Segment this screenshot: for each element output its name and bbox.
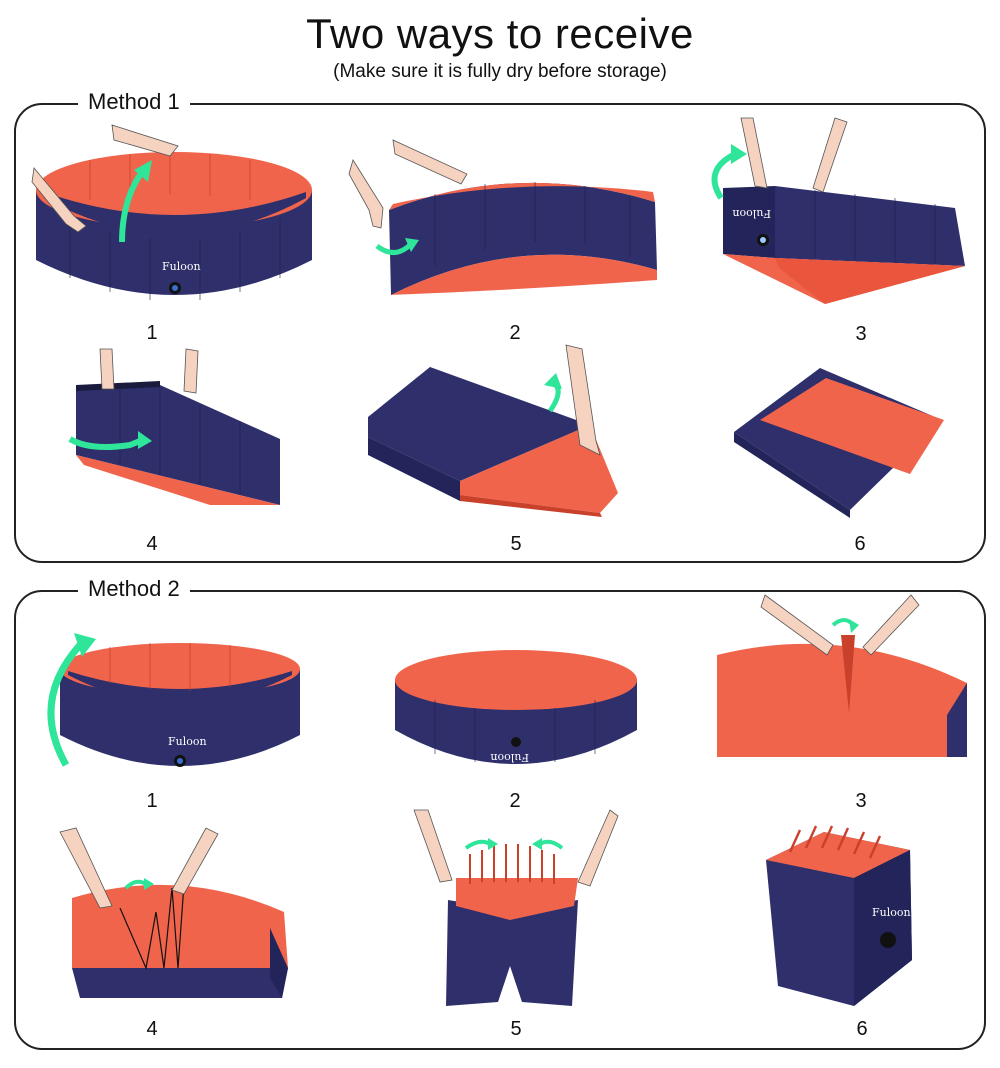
method-2-step-2-illustration: Fuloon 2 [385, 630, 645, 820]
hand-icon [31, 167, 87, 233]
pool-pleats-illustration [413, 809, 619, 1006]
hand-icon [740, 117, 768, 189]
hand-icon [577, 809, 619, 887]
method-1-step-2-illustration: 2 [345, 130, 665, 344]
brand-logo: Fuloon [872, 906, 911, 919]
step-number: 6 [854, 533, 866, 555]
brand-logo: Fuloon [168, 735, 207, 748]
green-arrow-icon [711, 151, 737, 200]
hand-icon [413, 809, 453, 883]
step-number: 3 [855, 790, 867, 812]
green-arrow-icon [375, 242, 413, 255]
green-arrow-icon [538, 839, 564, 850]
hand-icon [348, 159, 384, 229]
hand-icon [565, 344, 601, 456]
method-1-step-6-illustration: 6 [730, 360, 960, 555]
method-2-step-1-illustration: Fuloon 1 [30, 625, 310, 820]
method-2-step-5-illustration: 5 [410, 809, 620, 1045]
pool-open-illustration: Fuloon [31, 124, 312, 300]
hand-icon [392, 139, 468, 185]
hand-icon [862, 594, 920, 656]
step-number: 2 [509, 790, 521, 812]
method-1-panel: Method 1 [14, 89, 986, 563]
hand-icon [171, 827, 219, 895]
hand-icon [111, 124, 179, 157]
hand-icon [59, 827, 113, 909]
step-number: 1 [146, 322, 158, 344]
step-number: 1 [146, 790, 158, 812]
pool-folded-pack-illustration [734, 368, 944, 518]
page-title: Two ways to receive [306, 10, 694, 57]
method-1-step-1-illustration: Fuloon 1 [30, 120, 320, 344]
hand-icon [812, 117, 848, 193]
hand-icon [99, 348, 115, 390]
step-number: 4 [146, 1018, 158, 1040]
step-number: 5 [510, 533, 522, 555]
method-2-label: Method 2 [78, 576, 190, 602]
green-arrow-icon [47, 642, 83, 767]
brand-logo: Fuloon [732, 207, 771, 220]
green-arrow-icon [119, 170, 145, 243]
pool-open-illustration: Fuloon [47, 633, 300, 767]
page-subtitle: (Make sure it is fully dry before storag… [333, 61, 667, 82]
hand-icon [760, 594, 834, 656]
pool-fold-down-illustration [348, 139, 657, 295]
method-1-step-3-illustration: Fuloon 3 [695, 117, 975, 345]
step-number: 2 [509, 322, 521, 344]
hand-icon [183, 348, 199, 394]
pool-wall-flip-illustration: Fuloon [711, 117, 965, 304]
method-1-step-4-illustration: 4 [60, 345, 300, 555]
pool-pinch-fold-illustration [717, 594, 967, 757]
pool-wall-roll-illustration [68, 348, 280, 505]
pool-triangle-fold-illustration [368, 344, 618, 517]
step-number: 6 [856, 1018, 868, 1040]
step-number: 5 [510, 1018, 522, 1040]
method-1-step-5-illustration: 5 [360, 344, 660, 555]
pool-multi-fold-illustration [59, 827, 288, 998]
pool-flat-top-illustration: Fuloon [395, 650, 637, 764]
pool-packed-illustration: Fuloon [766, 825, 912, 1006]
green-arrow-icon [68, 436, 142, 450]
step-number: 4 [146, 533, 158, 555]
method-2-panel: Method 2 [14, 576, 986, 1050]
method-2-step-6-illustration: Fuloon 6 [760, 820, 940, 1045]
method-1-label: Method 1 [78, 89, 190, 115]
brand-logo: Fuloon [162, 260, 201, 273]
method-2-step-3-illustration: 3 [715, 594, 970, 820]
green-arrow-icon [464, 839, 492, 850]
step-number: 3 [855, 323, 867, 345]
method-2-step-4-illustration: 4 [59, 827, 300, 1043]
brand-logo: Fuloon [490, 751, 529, 764]
